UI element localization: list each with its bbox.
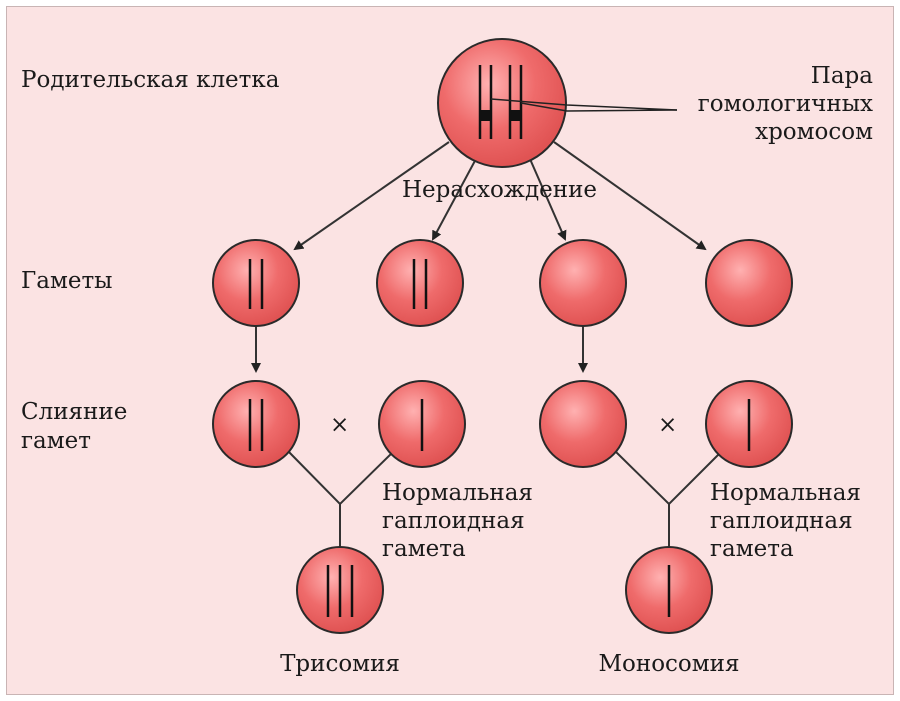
gamete-1 [212, 239, 300, 327]
label-fusion-line1: Слияние [21, 399, 127, 425]
fusion-normal-gamete-left [378, 380, 466, 468]
arrow-to-gamete-4 [553, 141, 707, 251]
centromere [481, 110, 490, 121]
nondisjunction-diagram: Родительская клетка Гаметы Слияние гамет… [21, 38, 873, 677]
label-pair-line3: хромосом [755, 119, 873, 145]
arrow-to-gamete-2 [432, 156, 478, 241]
fusion-connector-right [613, 449, 724, 506]
arrow-to-gamete-1 [293, 141, 450, 251]
label-monosomy: Моносомия [598, 651, 739, 677]
centromere [511, 110, 520, 121]
gamete-3 [539, 239, 627, 327]
label-fusion-line2: гамет [21, 428, 91, 454]
fusion-nullisomic-gamete [539, 380, 627, 468]
label-cross-right: × [658, 412, 677, 438]
fusion-connector-left [286, 449, 396, 506]
fusion-normal-gamete-right [705, 380, 793, 468]
label-normal-right-line1: Нормальная [710, 480, 861, 506]
arrow-to-gamete-3 [529, 158, 567, 241]
pointer-line [490, 98, 678, 111]
zygote-trisomy [296, 546, 384, 634]
diagram-canvas: Родительская клетка Гаметы Слияние гамет… [6, 6, 894, 695]
label-gametes: Гаметы [21, 268, 112, 294]
label-cross-left: × [330, 412, 349, 438]
label-pair-line1: Пара [811, 63, 873, 89]
pointer-line [520, 102, 678, 112]
label-normal-left-line3: гамета [382, 536, 466, 562]
label-parent-cell: Родительская клетка [21, 67, 280, 93]
gamete-4 [705, 239, 793, 327]
fusion-disomic-gamete [212, 380, 300, 468]
label-normal-left-line1: Нормальная [382, 480, 533, 506]
label-trisomy: Трисомия [280, 651, 400, 677]
parent-cell [437, 38, 567, 168]
label-normal-right-line3: гамета [710, 536, 794, 562]
label-pair-line2: гомологичных [698, 91, 873, 117]
label-nondisjunction: Нерасхождение [402, 177, 597, 203]
label-normal-right-line2: гаплоидная [710, 508, 853, 534]
gamete-2 [376, 239, 464, 327]
zygote-monosomy [625, 546, 713, 634]
label-normal-left-line2: гаплоидная [382, 508, 525, 534]
